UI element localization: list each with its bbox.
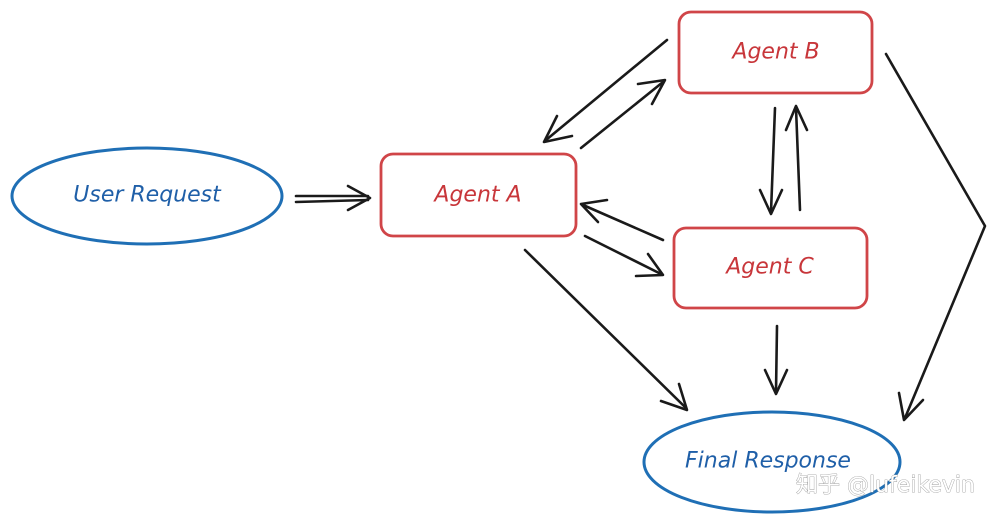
agent-a-label: Agent A — [432, 183, 521, 208]
edges — [294, 38, 987, 422]
node-final-response: Final Response — [642, 410, 902, 514]
node-agent-c: Agent C — [672, 226, 869, 310]
edge-agent-b-to-agent-c — [758, 106, 784, 216]
agent-b-label: Agent B — [730, 40, 819, 65]
edge-agent-b-to-final-response — [884, 52, 987, 422]
user-request-oval — [10, 146, 284, 246]
edge-agent-c-to-final-response — [763, 324, 789, 396]
final-response-oval — [642, 410, 902, 514]
node-agent-b: Agent B — [677, 10, 874, 95]
edge-agent-b-to-agent-a — [542, 38, 669, 144]
final-response-label: Final Response — [685, 449, 851, 474]
user-request-label: User Request — [73, 183, 222, 208]
node-agent-a: Agent A — [379, 152, 578, 238]
edge-agent-a-to-final-response — [523, 248, 689, 412]
edge-agent-a-to-agent-c — [583, 234, 665, 278]
agent-a-box — [379, 152, 578, 238]
edge-agent-c-to-agent-b — [784, 104, 809, 212]
edge-agent-a-to-agent-b — [579, 78, 667, 150]
agent-b-box — [677, 10, 874, 95]
node-user-request: User Request — [10, 146, 284, 246]
edge-agent-c-to-agent-a — [579, 198, 665, 242]
watermark-text: 知乎 @lufeikevin — [796, 473, 975, 498]
edge-user-request-to-agent-a — [294, 184, 372, 212]
agent-c-box — [672, 226, 869, 310]
agent-c-label: Agent C — [724, 255, 814, 280]
